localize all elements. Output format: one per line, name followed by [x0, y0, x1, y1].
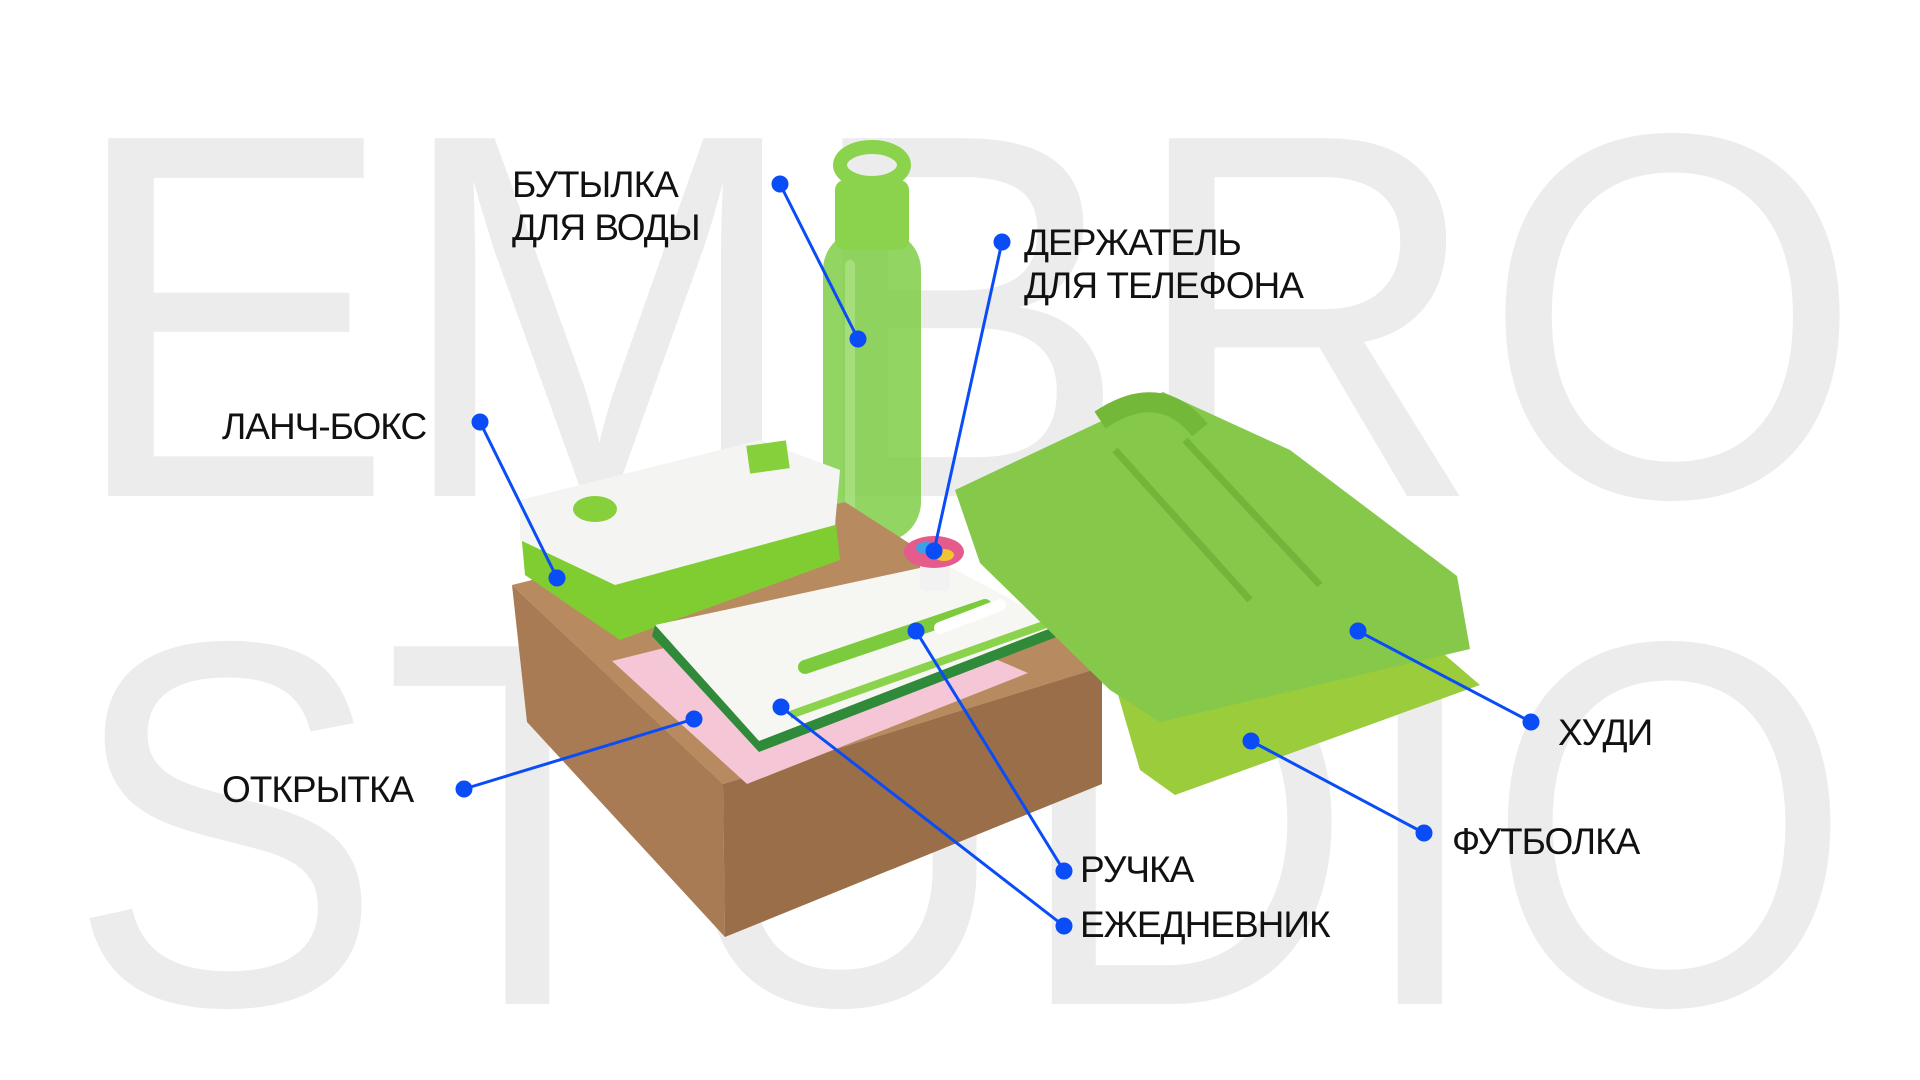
- label-phone-holder: ДЕРЖАТЕЛЬ ДЛЯ ТЕЛЕФОНА: [1024, 221, 1304, 307]
- callout-lines: [455, 175, 1540, 935]
- pen: [798, 599, 1006, 674]
- label-pen: РУЧКА: [1080, 849, 1194, 890]
- callout-hoodie: [1349, 622, 1540, 731]
- water-bottle: [823, 140, 921, 542]
- label-lunchbox: ЛАНЧ-БОКС: [222, 406, 427, 447]
- callout-pen: [907, 622, 1073, 880]
- callout-lunchbox: [471, 413, 566, 587]
- label-phone-holder-line2: ДЛЯ ТЕЛЕФОНА: [1024, 265, 1304, 306]
- label-hoodie: ХУДИ: [1558, 712, 1653, 753]
- hoodie: [955, 392, 1470, 722]
- callout-tshirt: [1242, 732, 1433, 842]
- lunchbox: [520, 440, 840, 640]
- label-bottle-line1: БУТЫЛКА: [512, 164, 679, 205]
- label-bottle: БУТЫЛКА ДЛЯ ВОДЫ: [512, 163, 701, 249]
- callout-postcard: [455, 710, 703, 798]
- watermark: EMBRO STUDIO: [68, 26, 1863, 1080]
- label-phone-holder-line1: ДЕРЖАТЕЛЬ: [1024, 222, 1242, 263]
- callout-bottle: [771, 175, 867, 348]
- label-tshirt: ФУТБОЛКА: [1452, 821, 1640, 862]
- label-planner: ЕЖЕДНЕВНИК: [1080, 904, 1331, 945]
- callout-phone-holder: [925, 233, 1011, 560]
- label-postcard: ОТКРЫТКА: [222, 769, 414, 810]
- label-bottle-line2: ДЛЯ ВОДЫ: [512, 207, 701, 248]
- callout-planner: [772, 698, 1073, 935]
